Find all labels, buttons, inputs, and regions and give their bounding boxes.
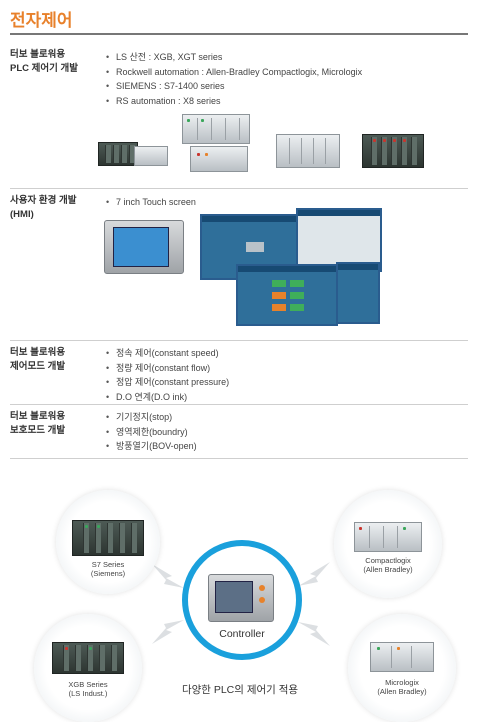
plc-node-xgb: XGB Series (LS Indust.)	[34, 614, 142, 722]
plc-device-image	[276, 134, 340, 168]
list-item: SIEMENS : S7-1400 series	[106, 79, 362, 94]
bullet-list: 기기정지(stop) 영역제한(boundry) 방풍열기(BOV-open)	[106, 410, 197, 454]
node-caption: Compactlogix (Allen Bradley)	[363, 556, 413, 574]
section-label: 터보 블로워용 제어모드 개발	[10, 347, 66, 372]
section-plc: 터보 블로워용 PLC 제어기 개발 LS 산전 : XGB, XGT seri…	[10, 44, 468, 189]
list-item: RS automation : X8 series	[106, 94, 362, 109]
section-protection-mode: 터보 블로워용 보호모드 개발 기기정지(stop) 영역제한(boundry)…	[10, 404, 468, 459]
bullet-list: LS 산전 : XGB, XGT series Rockwell automat…	[106, 50, 362, 108]
plc-node-compactlogix: Compactlogix (Allen Bradley)	[334, 490, 442, 598]
controller-device-image	[208, 574, 274, 622]
plc-node-micrologix: Micrologix (Allen Bradley)	[348, 614, 456, 722]
bullet-list: 정속 제어(constant speed) 정량 제어(constant flo…	[106, 346, 229, 404]
plc-node-s7: S7 Series (Siemens)	[56, 490, 160, 594]
section-control-mode: 터보 블로워용 제어모드 개발 정속 제어(constant speed) 정량…	[10, 340, 468, 405]
arrow-icon	[298, 562, 330, 586]
list-item: LS 산전 : XGB, XGT series	[106, 50, 362, 65]
list-item: 방풍열기(BOV-open)	[106, 439, 197, 454]
list-item: Rockwell automation : Allen-Bradley Comp…	[106, 65, 362, 80]
node-caption: Micrologix (Allen Bradley)	[377, 678, 427, 696]
controller-label: Controller	[219, 628, 265, 640]
list-item: 정압 제어(constant pressure)	[106, 375, 229, 390]
page-title: 전자제어	[10, 11, 73, 30]
list-item: 기기정지(stop)	[106, 410, 197, 425]
plc-device-image	[98, 138, 168, 168]
node-caption: S7 Series (Siemens)	[90, 560, 126, 578]
list-item: D.O 연계(D.O ink)	[106, 390, 229, 405]
hmi-touch-panel-image	[104, 220, 184, 274]
arrow-icon	[152, 564, 184, 588]
list-item: 정량 제어(constant flow)	[106, 361, 229, 376]
plc-device-image	[362, 134, 424, 168]
section-label: 사용자 환경 개발 (HMI)	[10, 195, 77, 220]
section-label: 터보 블로워용 PLC 제어기 개발	[10, 49, 78, 74]
title-divider	[10, 33, 468, 35]
list-item: 정속 제어(constant speed)	[106, 346, 229, 361]
bullet-list: 7 inch Touch screen	[106, 195, 196, 210]
section-hmi: 사용자 환경 개발 (HMI) 7 inch Touch screen	[10, 188, 468, 341]
list-item: 영역제한(boundry)	[106, 425, 197, 440]
plc-device-image	[180, 114, 252, 178]
arrow-icon	[152, 620, 184, 644]
list-item: 7 inch Touch screen	[106, 195, 196, 210]
section-label: 터보 블로워용 보호모드 개발	[10, 411, 66, 436]
diagram-caption: 다양한 PLC의 제어기 적용	[181, 684, 299, 696]
node-caption: XGB Series (LS Indust.)	[68, 680, 108, 698]
arrow-icon	[298, 622, 330, 646]
